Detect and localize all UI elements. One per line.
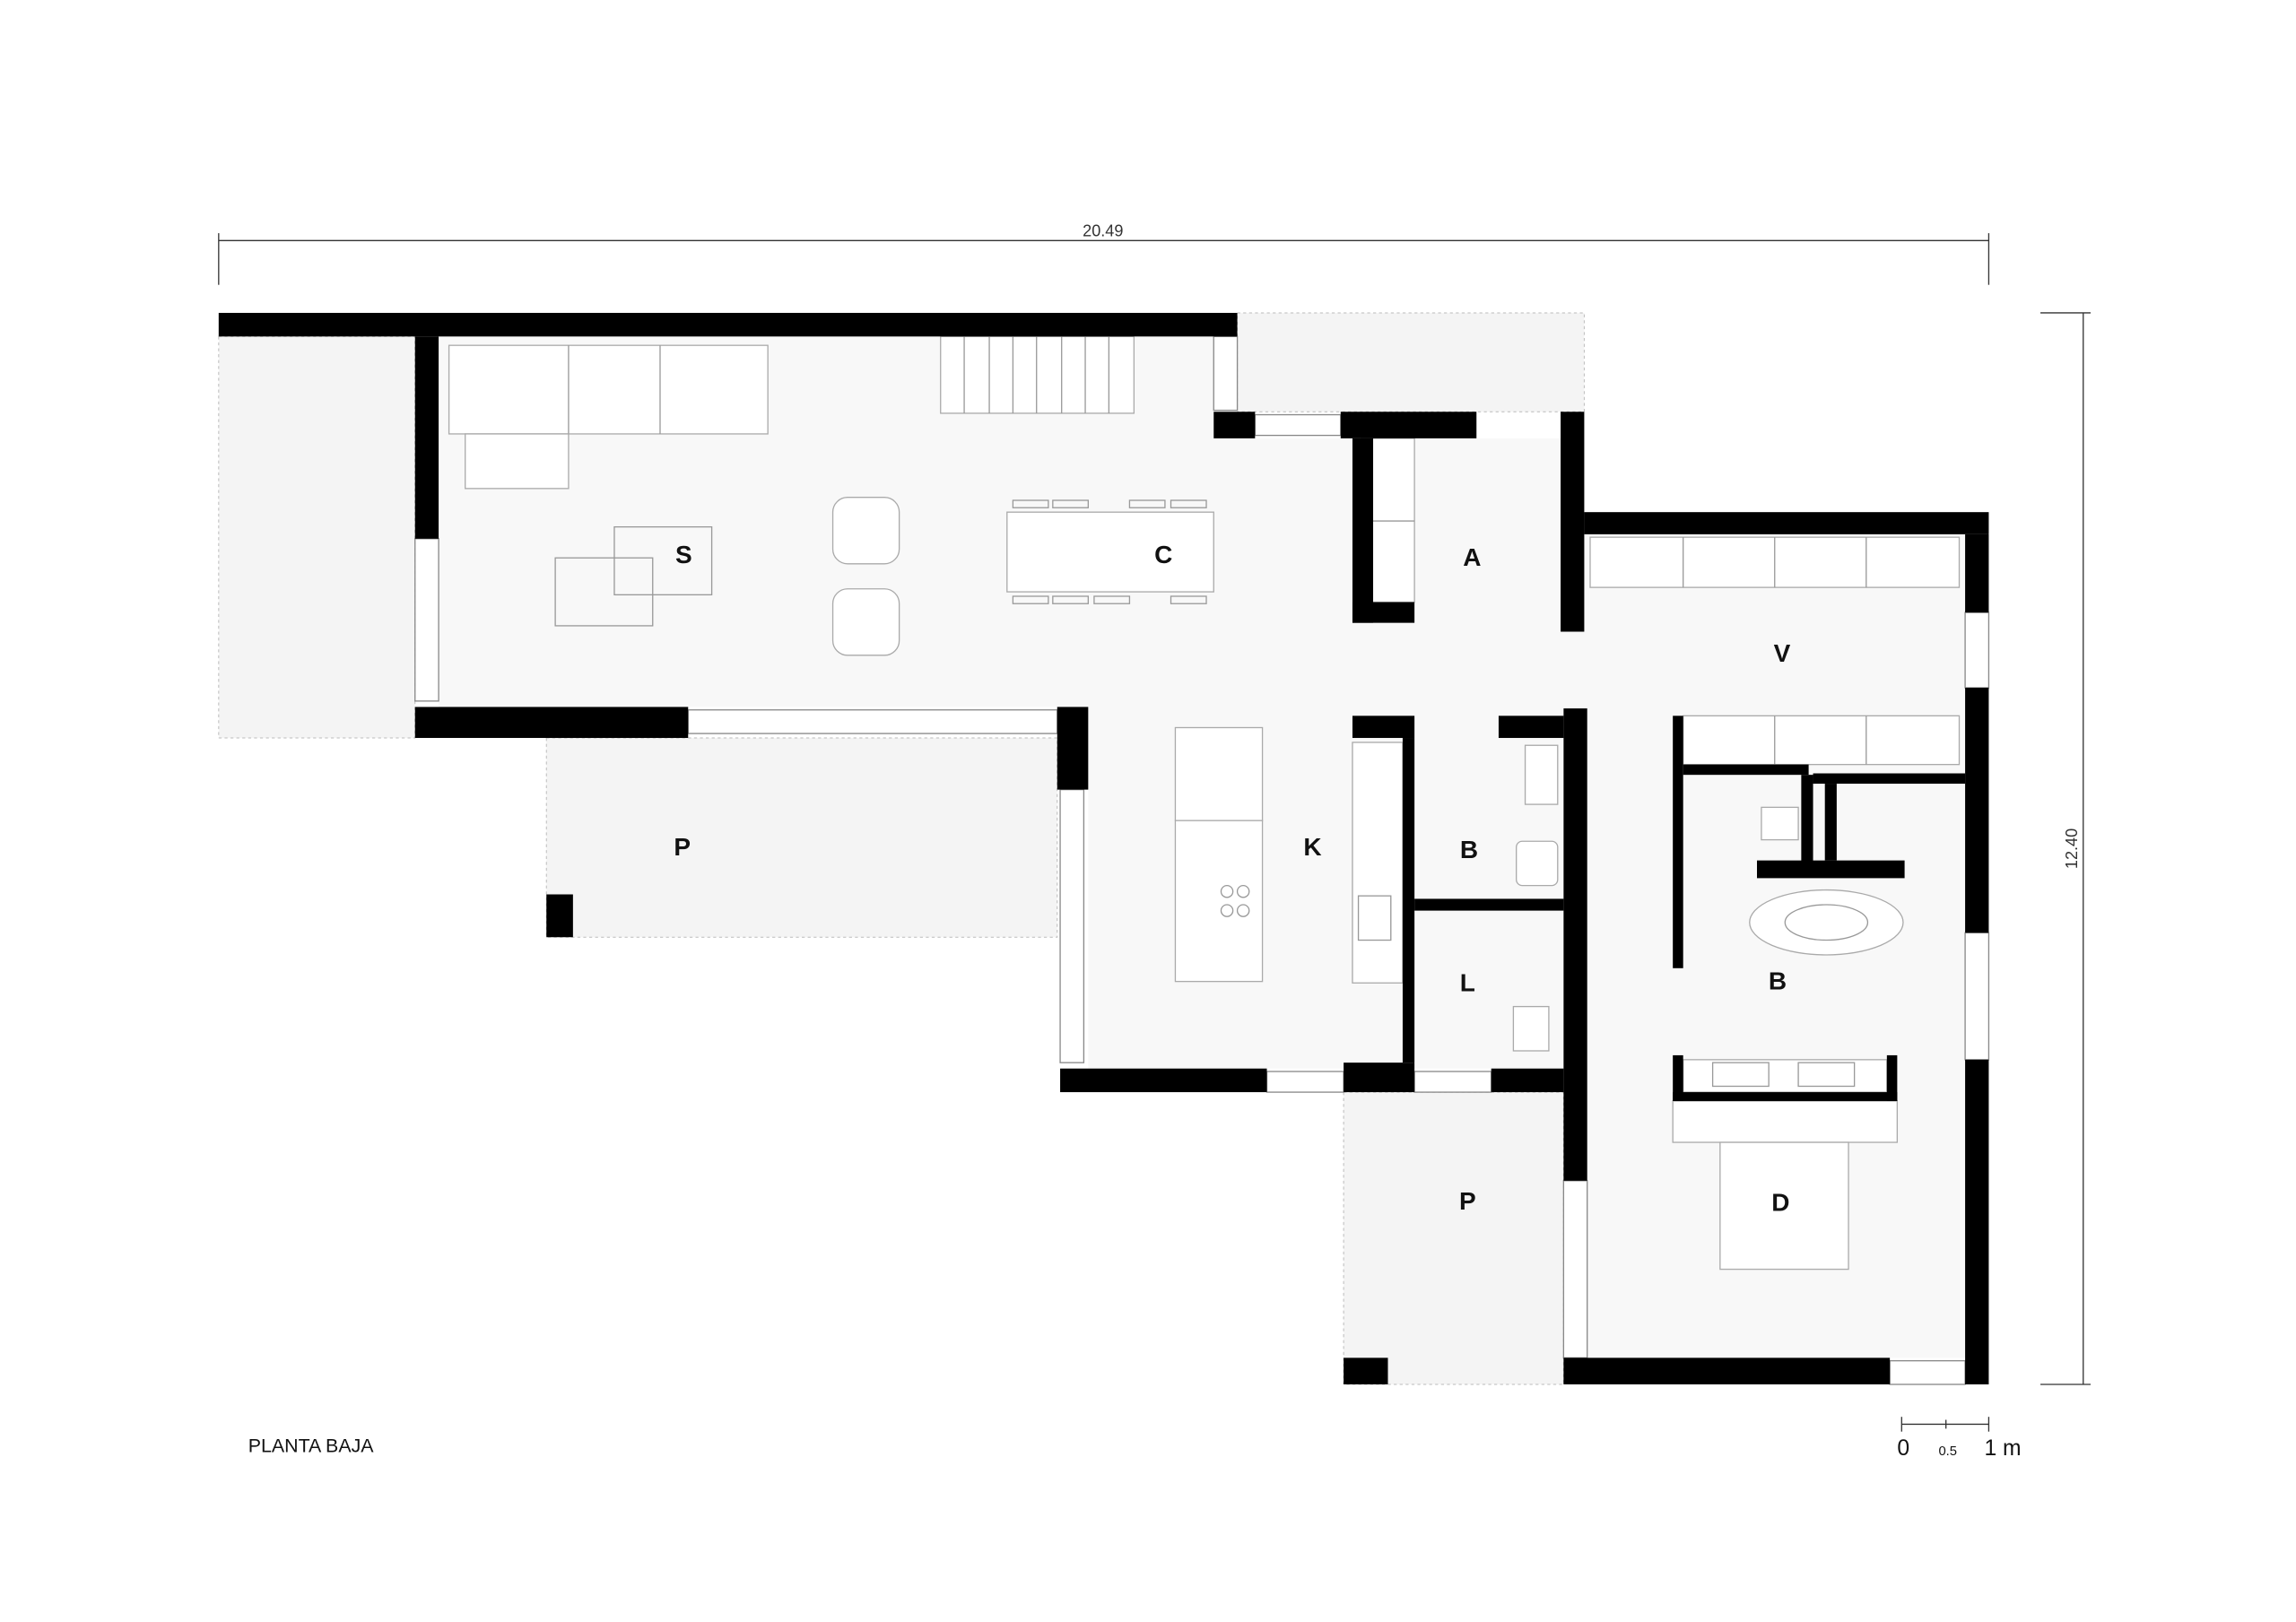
room-label-salon: S — [675, 541, 692, 568]
scale-zero: 0 — [1897, 1436, 1909, 1461]
height-label: 12.40 — [2063, 828, 2081, 869]
room-labels: S C A V P K B B L P D — [674, 541, 1790, 1217]
room-label-kitchen: K — [1303, 833, 1321, 861]
room-label-laundry: L — [1460, 968, 1475, 996]
terrace-west — [218, 335, 416, 739]
windows — [414, 335, 1990, 1385]
room-label-patio-west: P — [674, 833, 691, 861]
room-label-patio-south: P — [1459, 1187, 1476, 1215]
scale-one: 1 m — [1984, 1436, 2021, 1461]
dimension-width: 20.49 — [218, 221, 1990, 285]
room-label-a: A — [1463, 543, 1481, 571]
room-label-dormitorio: D — [1771, 1189, 1789, 1217]
room-label-bath-master: B — [1769, 967, 1787, 995]
scale-half: 0.5 — [1938, 1444, 1957, 1459]
furniture — [448, 335, 1961, 1271]
plan-title: PLANTA BAJA — [248, 1436, 375, 1457]
room-label-bath-small: B — [1460, 836, 1478, 863]
walls — [218, 312, 1989, 1384]
dimension-height: 12.40 — [2040, 312, 2091, 1385]
width-label: 20.49 — [1083, 221, 1123, 239]
patio-west — [545, 737, 1058, 938]
room-label-v: V — [1774, 639, 1791, 667]
stairs — [940, 335, 1135, 414]
room-label-comedor: C — [1154, 541, 1172, 568]
entry-porch — [1237, 312, 1585, 412]
patio-south — [1343, 1091, 1564, 1385]
scale-bar: 0 0.5 1 m — [1897, 1417, 2022, 1461]
